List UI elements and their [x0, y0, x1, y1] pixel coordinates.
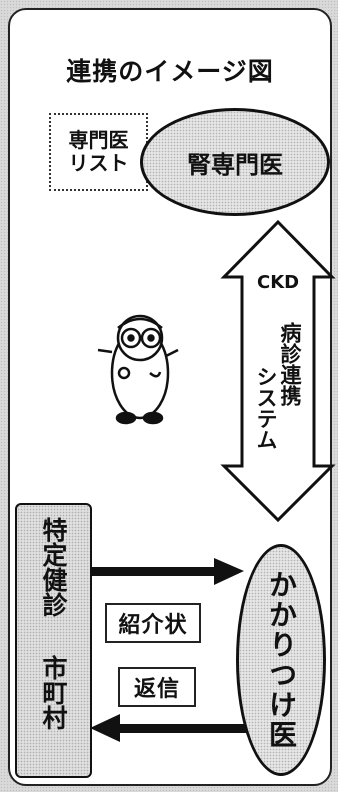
reply-box: 返信 — [118, 667, 196, 707]
arrow-to-municipality — [90, 714, 250, 742]
family-doctor-ellipse: かかりつけ医 — [236, 544, 326, 776]
specialist-list-box: 専門医 リスト — [49, 113, 148, 191]
arrow-to-family-doctor — [92, 558, 244, 585]
specialist-list-line2: リスト — [68, 151, 129, 175]
specialist-list-line1: 専門医 — [68, 128, 129, 152]
municipality-label: 市町村 — [39, 655, 68, 730]
referral-letter-label: 紹介状 — [118, 613, 188, 638]
nephrologist-label: 腎専門医 — [187, 150, 283, 179]
system-label-col1: 病診連携 — [278, 322, 302, 406]
nephrologist-ellipse: 腎専門医 — [140, 108, 330, 216]
system-label-col2: システム — [254, 366, 278, 450]
reply-label: 返信 — [133, 677, 180, 702]
health-checkup-label: 特定健診 — [39, 517, 68, 617]
system-label: 病診連携 システム — [254, 322, 302, 472]
bidirectional-arrow — [220, 219, 336, 523]
mascot-character-icon — [97, 314, 179, 425]
family-doctor-label: かかりつけ医 — [265, 570, 298, 750]
diagram-title: 連携のイメージ図 — [66, 57, 274, 86]
checkup-municipality-box: 特定健診 市町村 — [15, 503, 92, 778]
ckd-label: CKD — [257, 272, 300, 293]
referral-letter-box: 紹介状 — [105, 603, 201, 643]
